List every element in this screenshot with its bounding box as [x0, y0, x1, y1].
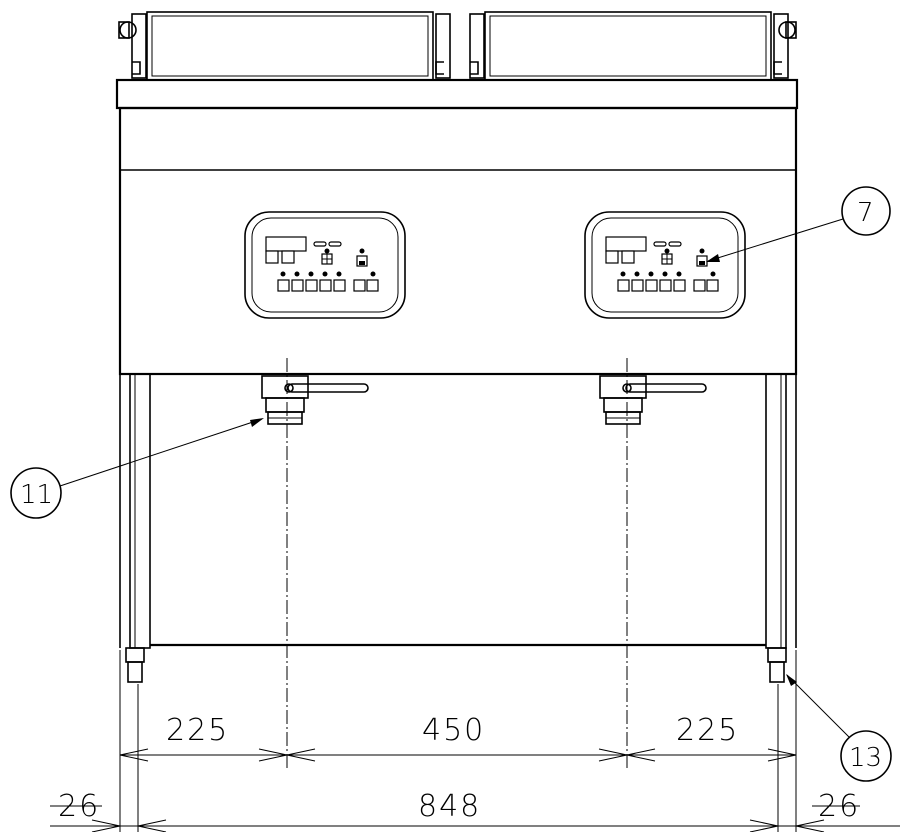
dim-center-span: 450: [422, 713, 485, 748]
dim-left-offset: 225: [166, 713, 229, 748]
drain-valve-right: [599, 375, 707, 425]
svg-text:13: 13: [849, 743, 882, 773]
key-row-left: [277, 271, 379, 292]
dim-left-edge: 26: [58, 789, 100, 824]
control-panel-left: [244, 211, 406, 319]
dimension-row-upper: [119, 748, 797, 762]
left-basket: [131, 11, 451, 81]
dim-overall-width: 848: [418, 789, 481, 824]
right-leg: [765, 373, 787, 683]
drain-valve-left: [261, 375, 369, 425]
dim-right-edge: 26: [818, 789, 860, 824]
control-panel-right: [584, 211, 746, 319]
callout-7: 7: [706, 186, 891, 262]
dim-right-offset: 225: [676, 713, 739, 748]
lower-cabinet: [119, 374, 797, 648]
right-basket: [469, 11, 789, 81]
svg-text:7: 7: [857, 198, 874, 228]
dimension-row-lower: [50, 805, 900, 832]
extension-lines: [119, 650, 797, 832]
callout-11: 11: [10, 418, 264, 519]
left-leg: [125, 373, 151, 683]
top-deck: [115, 78, 799, 110]
basket-hooks: [118, 21, 797, 39]
upper-cabinet: [118, 106, 798, 376]
svg-text:11: 11: [20, 480, 53, 510]
key-row-right: [617, 271, 719, 292]
callout-13: 13: [786, 674, 892, 782]
